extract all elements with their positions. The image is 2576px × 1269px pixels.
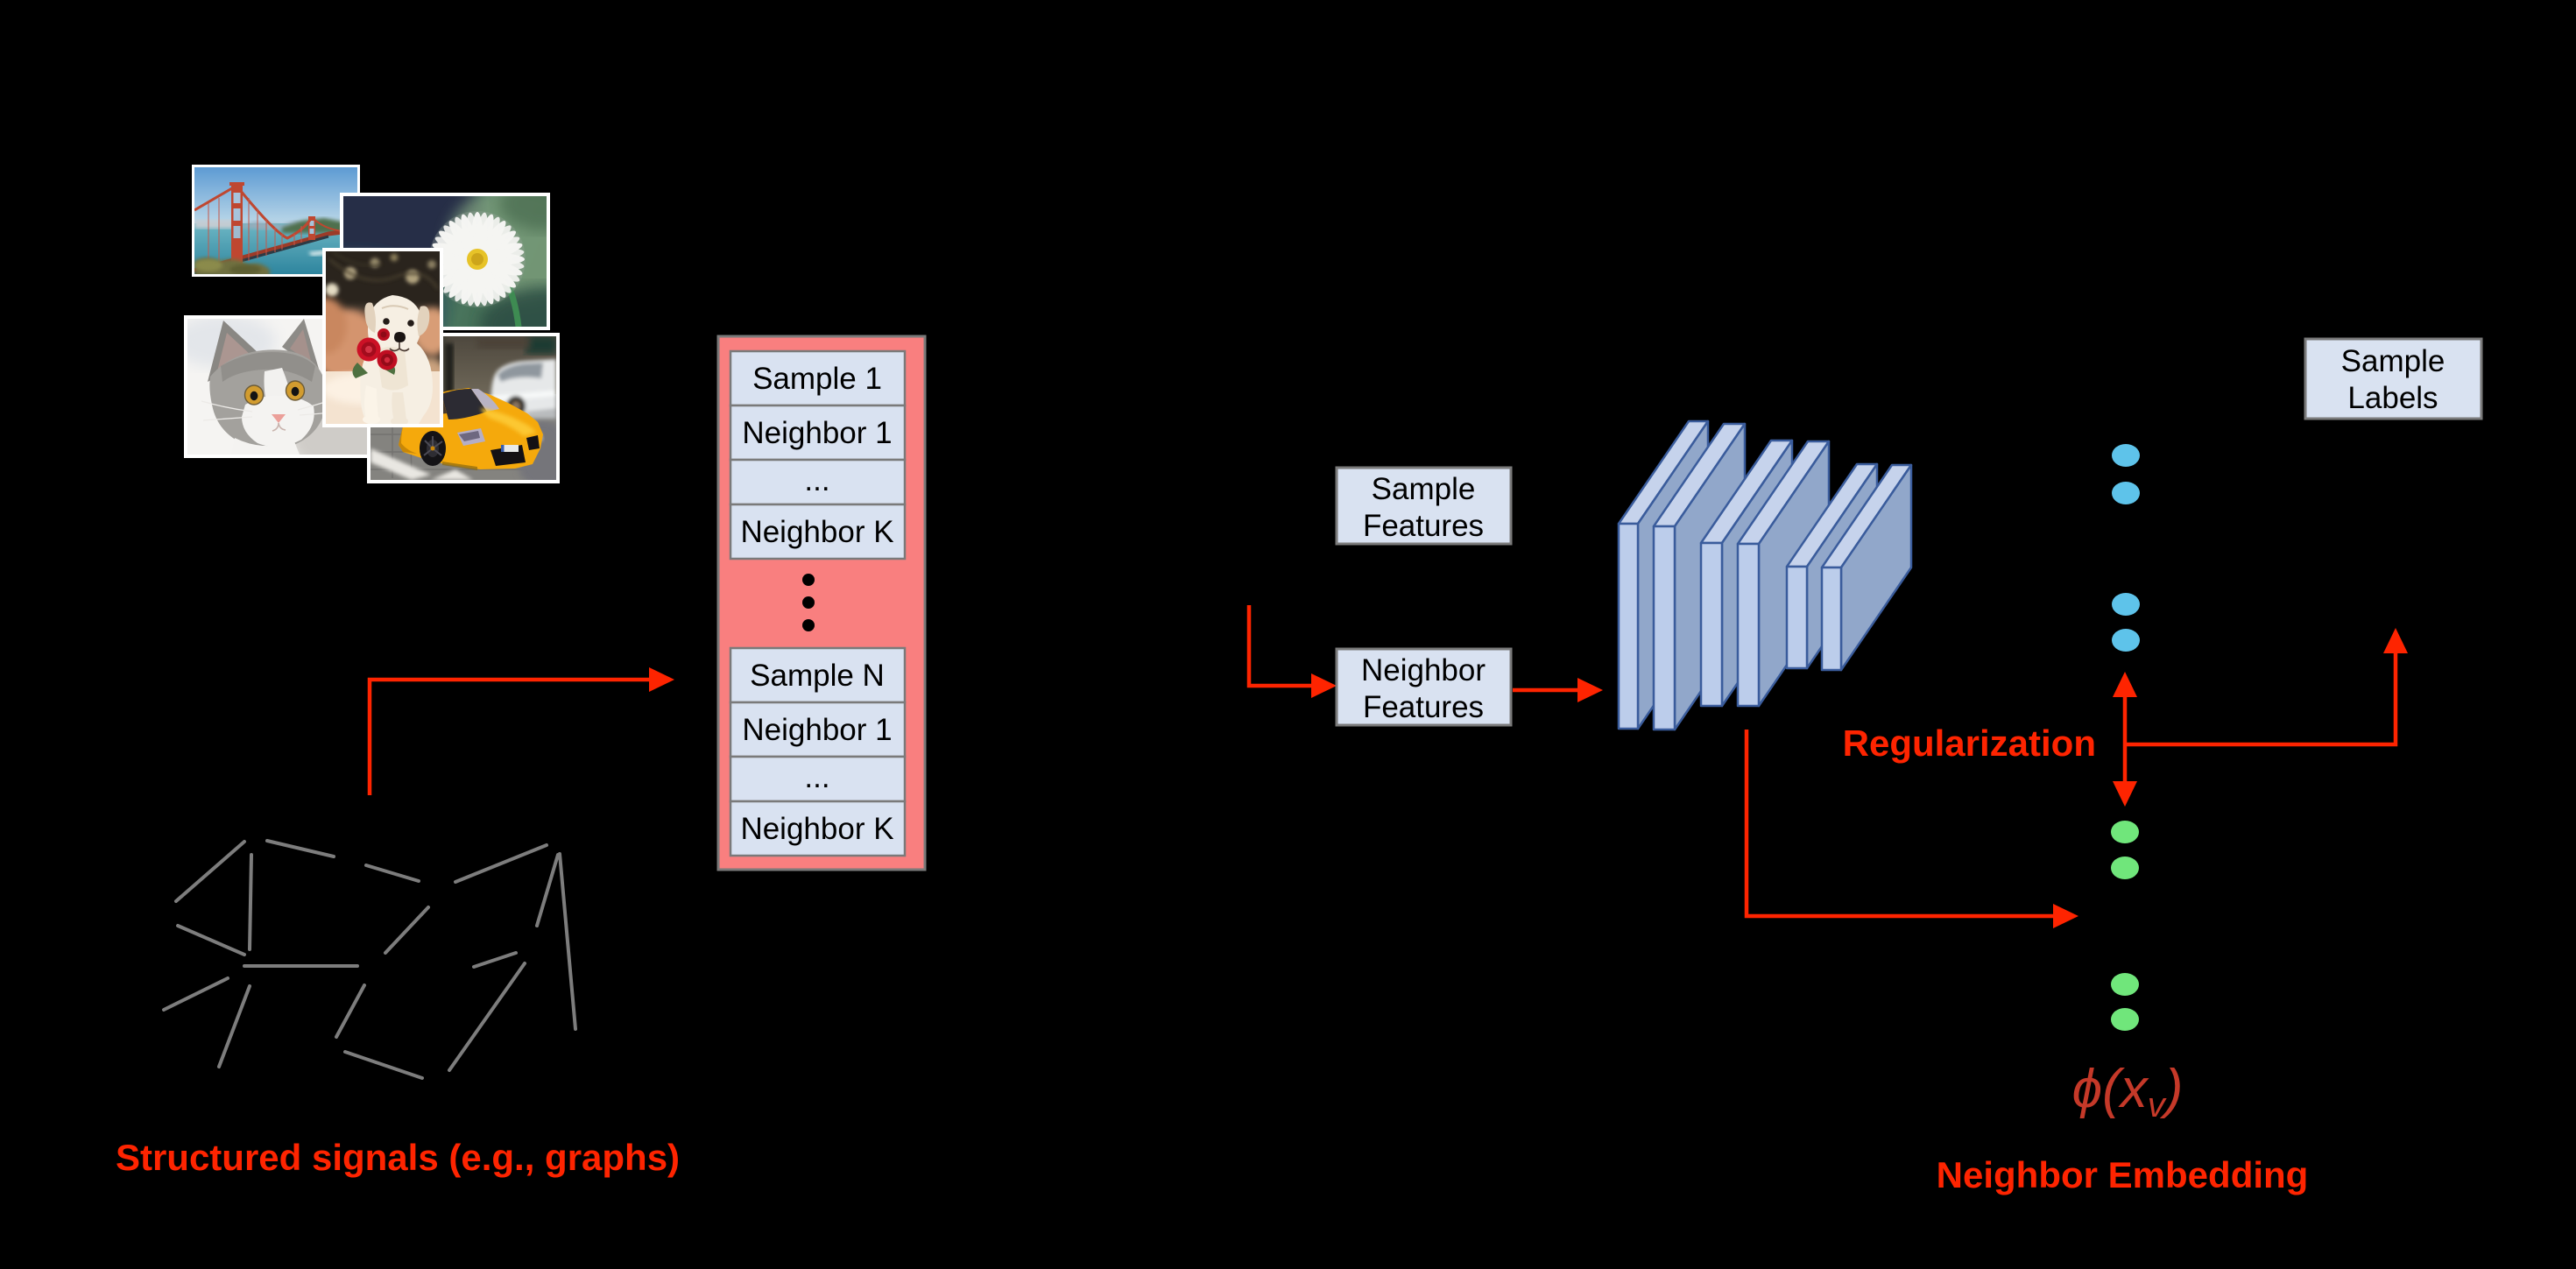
svg-text:...: ...	[804, 760, 829, 794]
svg-text:Regularization: Regularization	[1843, 723, 2096, 764]
svg-text:Neighbor 1: Neighbor 1	[742, 713, 892, 747]
svg-text:Features: Features	[1363, 690, 1484, 724]
svg-text:...: ...	[804, 463, 829, 497]
svg-text:Labels: Labels	[2347, 381, 2438, 415]
svg-text:Sample: Sample	[1372, 472, 1476, 506]
svg-text:Sample N: Sample N	[750, 659, 885, 693]
svg-text:Neighbor 1: Neighbor 1	[742, 416, 892, 450]
svg-text:ϕ(xv): ϕ(xv)	[2072, 1059, 2184, 1124]
svg-text:Features: Features	[1363, 509, 1484, 543]
svg-text:Neighbor: Neighbor	[1361, 653, 1486, 687]
svg-text:Structured signals (e.g., grap: Structured signals (e.g., graphs)	[116, 1137, 680, 1178]
svg-text:Neighbor K: Neighbor K	[740, 812, 893, 846]
svg-text:Sample: Sample	[2341, 344, 2445, 378]
svg-text:Neighbor Embedding: Neighbor Embedding	[1937, 1154, 2309, 1195]
svg-text:Sample 1: Sample 1	[752, 362, 882, 396]
svg-text:Neighbor K: Neighbor K	[740, 515, 893, 549]
